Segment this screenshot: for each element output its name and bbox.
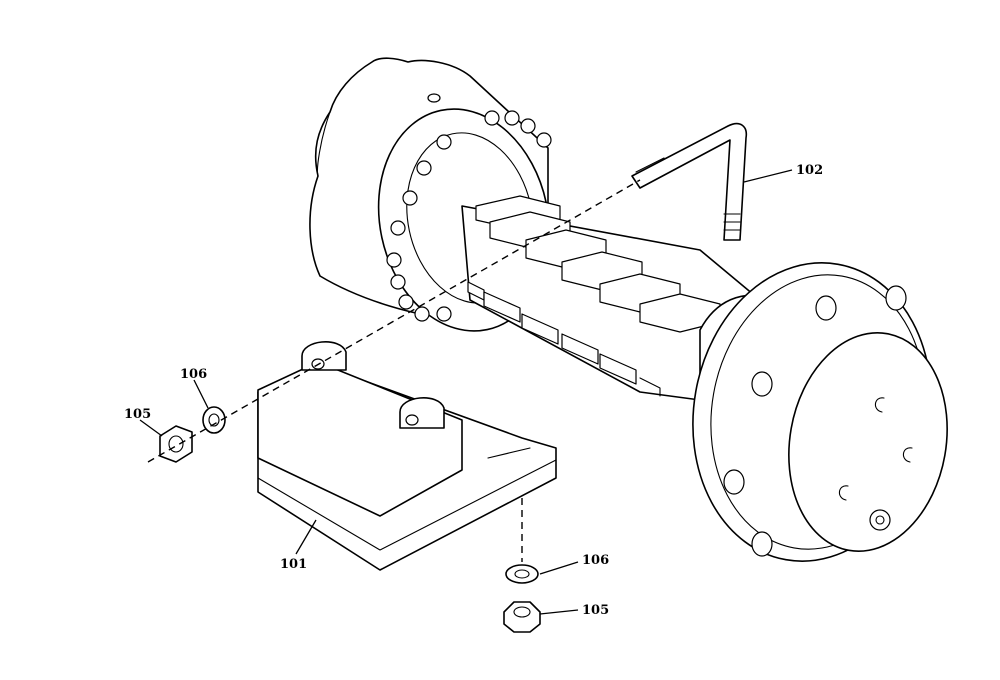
leader-106-left <box>193 379 209 409</box>
wheel-studs <box>723 285 907 557</box>
washer-106-left <box>202 406 226 434</box>
leader-101 <box>295 519 317 555</box>
nut-105-left <box>159 425 193 463</box>
splined-shaft <box>461 195 761 401</box>
assembly-line-main <box>147 179 641 463</box>
hub-cap-holes <box>838 397 913 501</box>
leader-105-bottom <box>539 609 579 615</box>
callout-102: 102 <box>796 163 823 178</box>
part-101-block <box>257 341 557 571</box>
leader-102 <box>743 169 793 183</box>
flange-bolts <box>386 110 552 322</box>
washer-106-bottom <box>505 564 539 584</box>
nut-105-bottom <box>503 601 541 633</box>
leader-105-left <box>139 419 163 437</box>
wheel-hub <box>692 262 948 562</box>
callout-106-left: 106 <box>180 367 207 382</box>
callout-105-left: 105 <box>124 407 151 422</box>
leader-106-bottom <box>539 561 579 575</box>
callout-101: 101 <box>280 557 307 572</box>
part-102-bent-rod <box>631 122 748 241</box>
callout-106-bottom: 106 <box>582 553 609 568</box>
callout-105-bottom: 105 <box>582 603 609 618</box>
